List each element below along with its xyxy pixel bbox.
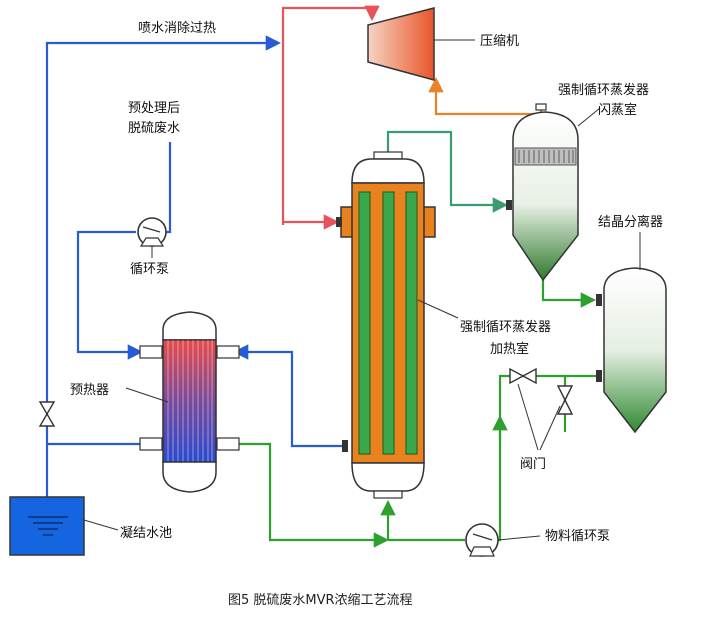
heater-chamber — [336, 151, 436, 499]
label-pretreated-2: 脱硫废水 — [128, 120, 180, 136]
pump-to-preheater-pipe — [76, 230, 144, 360]
compressor — [367, 7, 435, 81]
label-flash-1: 强制循环蒸发器 — [558, 82, 649, 98]
material-pump — [465, 523, 499, 557]
circulation-pump — [137, 217, 167, 247]
flash-chamber — [506, 103, 579, 282]
label-valve: 阀门 — [520, 457, 546, 472]
label-circ-pump: 循环泵 — [130, 262, 169, 277]
label-spray-water: 喷水消除过热 — [138, 21, 216, 36]
condensate-pool — [9, 496, 85, 556]
label-condensate-pool: 凝结水池 — [120, 525, 172, 541]
leader-heater — [417, 299, 459, 319]
flash-to-separator-pipe — [541, 280, 597, 308]
vapor-pipe — [428, 76, 543, 116]
preheater — [139, 311, 240, 493]
label-compressor: 压缩机 — [480, 33, 519, 49]
label-flash-2: 闪蒸室 — [598, 102, 637, 118]
label-pretreated-1: 预处理后 — [128, 101, 180, 116]
leader-valve-2 — [539, 405, 561, 451]
leader-valve-1 — [517, 383, 539, 451]
label-crystal-separator: 结晶分离器 — [598, 214, 663, 230]
figure-caption: 图5 脱硫废水MVR浓缩工艺流程 — [228, 592, 413, 608]
label-heater-1: 强制循环蒸发器 — [460, 319, 551, 335]
steam-pipe — [281, 5, 380, 225]
leader-material-pump — [497, 535, 541, 541]
condensate-return-pipe — [232, 344, 342, 448]
preheater-green-pipe — [236, 442, 390, 548]
heater-to-flash-pipe — [386, 130, 509, 213]
heater-tube — [405, 191, 418, 455]
leader-flash — [577, 107, 601, 127]
feed-pipe — [166, 142, 172, 234]
crystal-separator — [596, 267, 667, 434]
heater-tube — [358, 191, 371, 455]
label-preheater: 预热器 — [70, 383, 109, 398]
leader-pool — [83, 519, 119, 531]
valve-spray — [38, 401, 56, 427]
valve-vertical — [556, 385, 574, 415]
valve-horizontal — [509, 367, 537, 385]
label-material-pump: 物料循环泵 — [545, 529, 610, 544]
label-heater-2: 加热室 — [490, 341, 529, 357]
heater-tube — [382, 191, 395, 455]
spray-water-pipe — [45, 35, 282, 497]
leader-preheater — [125, 387, 169, 403]
